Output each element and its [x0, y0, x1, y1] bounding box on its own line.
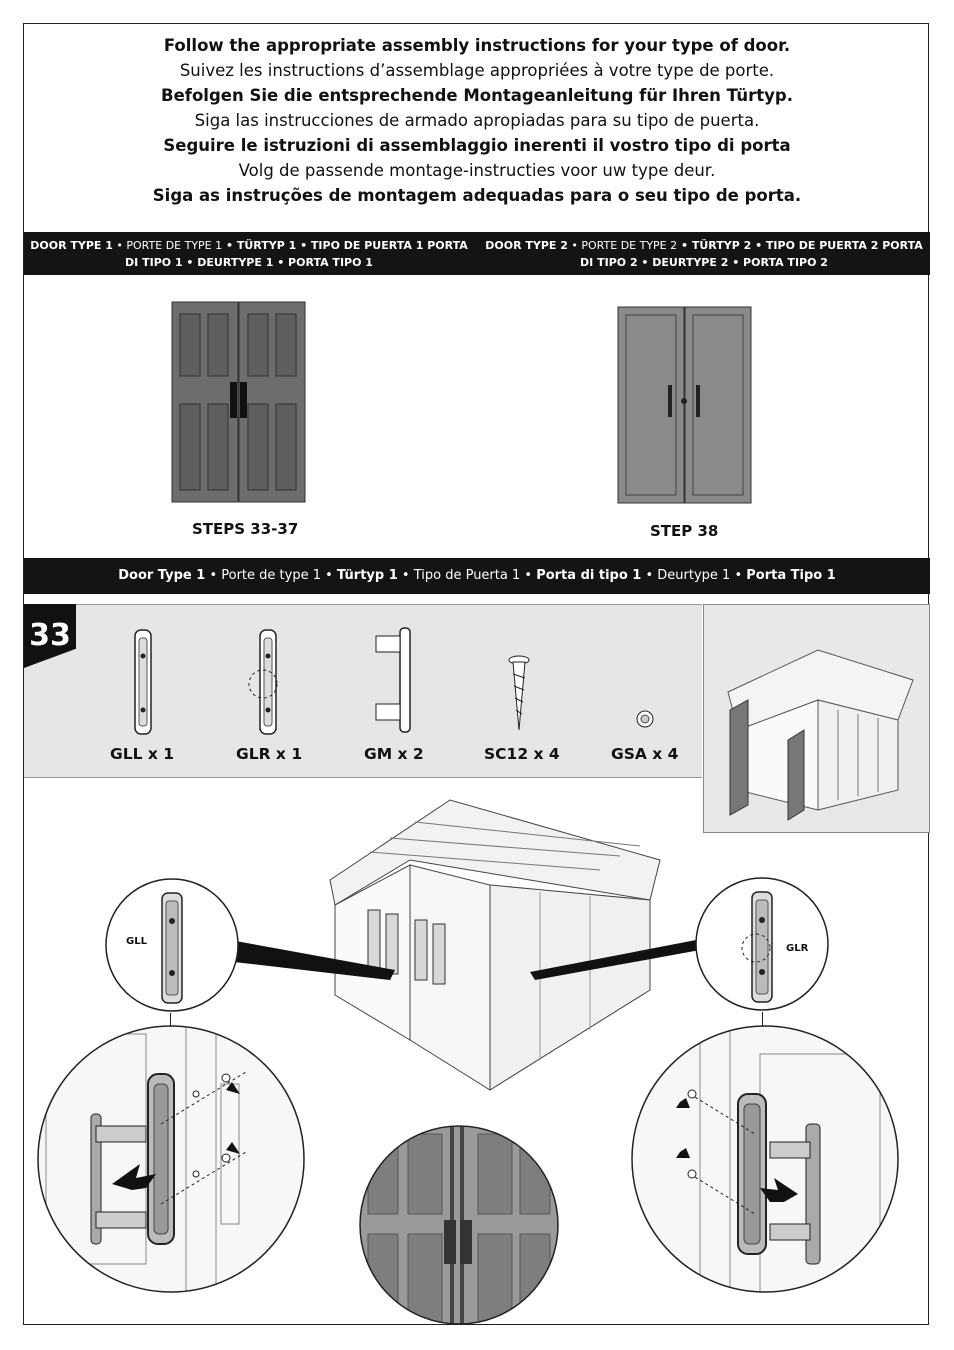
door-type-1-en: DOOR TYPE 1	[30, 239, 113, 252]
door-type-2-en: DOOR TYPE 2	[485, 239, 568, 252]
gsa-cap-icon	[636, 710, 654, 728]
gll-callout-label: GLL	[126, 936, 147, 947]
right-stem	[762, 1012, 763, 1034]
left-detail-circle	[37, 1025, 305, 1293]
intro-fr: Suivez les instructions d’assemblage app…	[179, 61, 775, 80]
gm-part-label: GM x 2	[364, 745, 424, 763]
door-type-2-line2: DI TIPO 2 • DEURTYPE 2 • PORTA TIPO 2	[580, 256, 828, 269]
section-nl: • Deurtype 1 •	[641, 568, 747, 583]
overview-shed-illustration	[727, 649, 914, 821]
intro-instructions: Follow the appropriate assembly instruct…	[24, 33, 930, 208]
intro-es: Siga las instrucciones de armado apropia…	[194, 111, 760, 130]
intro-de: Befolgen Sie die entsprechende Montagean…	[161, 86, 793, 105]
step-number: 33	[24, 604, 76, 668]
glr-callout	[695, 877, 829, 1011]
callout-lines	[230, 940, 700, 980]
door-type-1-fr: PORTE DE TYPE 1	[126, 239, 223, 252]
gll-part-icon	[134, 629, 152, 735]
intro-it: Seguire le istruzioni di assemblaggio in…	[163, 136, 791, 155]
right-detail-circle	[631, 1025, 899, 1293]
door-type-1-multi: • TÜRTYP 1 • TIPO DE PUERTA 1 PORTA	[222, 239, 468, 252]
door-type-2-fr: PORTE DE TYPE 2	[581, 239, 678, 252]
center-handle-detail	[359, 1125, 559, 1325]
door-type-1-line2: DI TIPO 1 • DEURTYPE 1 • PORTA TIPO 1	[125, 256, 373, 269]
door-type-1-illustration	[171, 301, 306, 503]
intro-pt: Siga as instruções de montagem adequadas…	[152, 186, 802, 205]
gll-part-label: GLL x 1	[110, 745, 175, 763]
door-type-1-sep: •	[112, 239, 127, 252]
section-pt: Porta Tipo 1	[746, 568, 836, 583]
door-type-header-bar: DOOR TYPE 1 • PORTE DE TYPE 1 • TÜRTYP 1…	[24, 232, 930, 275]
sc12-part-label: SC12 x 4	[484, 745, 560, 763]
door-type-2-illustration	[617, 306, 752, 504]
intro-en: Follow the appropriate assembly instruct…	[163, 36, 791, 55]
intro-nl: Volg de passende montage-instructies voo…	[238, 161, 716, 180]
step-38-label: STEP 38	[650, 522, 719, 540]
door-type-2-heading: DOOR TYPE 2 • PORTE DE TYPE 2 • TÜRTYP 2…	[479, 237, 929, 271]
gsa-part-label: GSA x 4	[611, 745, 679, 763]
steps-33-37-label: STEPS 33-37	[192, 520, 299, 538]
glr-callout-label: GLR	[786, 943, 809, 954]
section-it: Porta di tipo 1	[536, 568, 642, 583]
section-es: • Tipo de Puerta 1 •	[397, 568, 537, 583]
glr-part-icon	[248, 629, 278, 735]
left-stem	[170, 1013, 171, 1035]
door-type-2-sep: •	[567, 239, 582, 252]
door-type-1-heading: DOOR TYPE 1 • PORTE DE TYPE 1 • TÜRTYP 1…	[24, 237, 474, 271]
glr-part-label: GLR x 1	[236, 745, 303, 763]
section-bar-door-type-1: Door Type 1 • Porte de type 1 • Türtyp 1…	[24, 558, 930, 594]
section-fr: • Porte de type 1 •	[205, 568, 337, 583]
door-type-2-multi: • TÜRTYP 2 • TIPO DE PUERTA 2 PORTA	[677, 239, 923, 252]
gm-part-icon	[375, 627, 411, 733]
gll-callout	[105, 878, 239, 1012]
section-en: Door Type 1	[118, 568, 206, 583]
section-de: Türtyp 1	[336, 568, 398, 583]
sc12-screw-icon	[508, 655, 530, 731]
main-shed-illustration	[329, 799, 661, 1091]
